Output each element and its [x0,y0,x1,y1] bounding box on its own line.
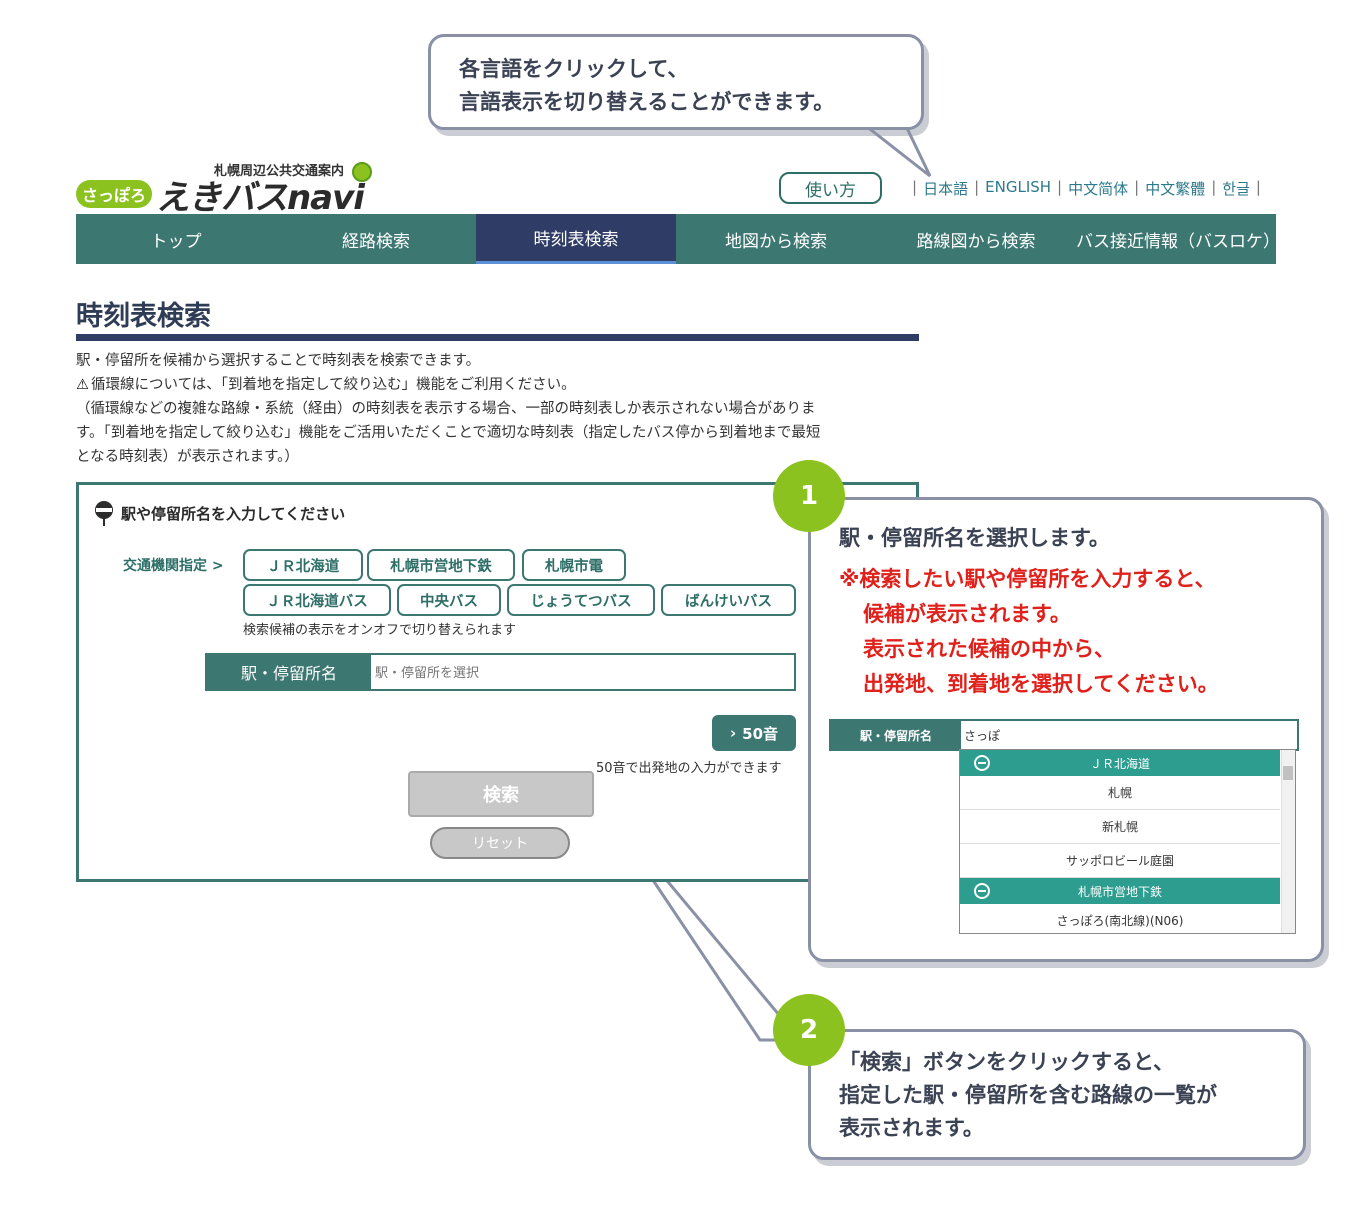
station-callout-title: 駅・停留所名を選択します。 [839,526,1110,550]
nav-map-search[interactable]: 地図から検索 [725,231,827,252]
chip-sapporo-tram[interactable]: 札幌市電 [522,549,626,581]
demo-station-input[interactable]: さっぽ [961,721,1297,749]
group-header[interactable]: 札幌市営地下鉄 [960,878,1280,904]
search-callout-line: 「検索」ボタンをクリックすると、 [839,1050,1175,1074]
demo-station-field: 駅・停留所名 さっぽ [829,719,1299,751]
chip-chuo-bus[interactable]: 中央バス [397,584,501,616]
desc-line: す。「到着地を指定して絞り込む」機能をご活用いただくことで適切な時刻表（指定した… [76,425,821,441]
logo-dot-icon [352,162,372,182]
main-nav: トップ 経路検索 時刻表検索 地図から検索 路線図から検索 バス接近情報（バスロ… [76,214,1280,264]
title-divider [76,334,919,341]
nav-top[interactable]: トップ [150,231,202,252]
top-callout-tail [861,124,932,178]
filter-label: 交通機関指定 > [123,558,224,574]
lang-chinese-traditional[interactable]: 中文繁體 [1145,180,1206,198]
lang-english[interactable]: ENGLISH [985,178,1052,196]
station-input[interactable] [371,655,794,689]
autocomplete-demo: 駅・停留所名 さっぽ ＪＲ北海道 札幌 新札幌 サッポロビール庭園 札幌市営地下… [829,719,1299,934]
warning-icon: ⚠ [76,377,89,393]
collapse-icon [974,755,990,771]
page-title: 時刻表検索 [76,301,211,332]
chip-jr-hokkaido-bus[interactable]: ＪＲ北海道バス [243,584,391,616]
lang-chinese-simplified[interactable]: 中文简体 [1068,180,1129,198]
search-callout-line: 指定した駅・停留所を含む路線の一覧が [839,1083,1217,1107]
desc-line: となる時刻表）が表示されます。） [76,449,299,465]
scrollbar-thumb[interactable] [1283,766,1293,780]
desc-line: ⚠循環線については、「到着地を指定して絞り込む」機能をご利用ください。 [76,377,576,393]
nav-route-search[interactable]: 経路検索 [342,231,410,252]
desc-line: （循環線などの複雑な路線・系統（経由）の時刻表を表示する場合、一部の時刻表しか表… [76,401,816,417]
kana-index-button[interactable]: › 50音 [712,715,796,751]
chip-sapporo-subway[interactable]: 札幌市営地下鉄 [367,549,515,581]
list-item[interactable]: 新札幌 [960,810,1280,844]
logo-pill: さっぽろ [76,180,152,208]
step-1-badge: 1 [773,460,845,532]
logo-main-text: えきバスnavi [156,178,365,218]
panel-heading: 駅や停留所名を入力してください [93,500,345,526]
group-header[interactable]: ＪＲ北海道 [960,750,1280,776]
search-callout: 「検索」ボタンをクリックすると、 指定した駅・停留所を含む路線の一覧が 表示され… [808,1029,1306,1160]
demo-station-label: 駅・停留所名 [831,721,961,749]
search-callout-line: 表示されます。 [839,1116,984,1140]
site-logo[interactable]: 札幌周辺公共交通案内 さっぽろ えきバスnavi [76,160,381,218]
station-field: 駅・停留所名 [205,653,796,691]
nav-timetable-search[interactable]: 時刻表検索 [476,214,676,264]
collapse-icon [974,883,990,899]
lang-korean[interactable]: 한글 [1222,180,1250,198]
chevron-right-icon: › [729,724,737,742]
station-label: 駅・停留所名 [207,655,371,689]
page-description: 駅・停留所を候補から選択することで時刻表を検索できます。 ⚠循環線については、「… [76,349,919,469]
bus-stop-icon [95,501,113,526]
scrollbar[interactable] [1281,750,1295,933]
reset-button[interactable]: リセット [430,827,570,859]
chip-jr-hokkaido[interactable]: ＪＲ北海道 [243,549,363,581]
list-item[interactable]: サッポロビール庭園 [960,844,1280,878]
autocomplete-list: ＪＲ北海道 札幌 新札幌 サッポロビール庭園 札幌市営地下鉄 さっぽろ(南北線)… [959,749,1296,934]
search-button[interactable]: 検索 [408,771,594,817]
nav-routemap-search[interactable]: 路線図から検索 [916,231,1036,252]
lang-japanese[interactable]: 日本語 [923,180,969,198]
desc-line: 駅・停留所を候補から選択することで時刻表を検索できます。 [76,353,481,369]
chip-note: 検索候補の表示をオンオフで切り替えられます [243,623,517,638]
howto-button[interactable]: 使い方 [779,172,882,204]
list-item[interactable]: 札幌 [960,776,1280,810]
kana-index-note: 50音で出発地の入力ができます [596,761,782,776]
language-callout-line-1: 各言語をクリックして、 [459,57,689,81]
search-panel: 駅や停留所名を入力してください 交通機関指定 > ＪＲ北海道 札幌市営地下鉄 札… [76,482,919,882]
station-callout-note: ※検索したい駅や停留所を入力すると、 候補が表示されます。 表示された候補の中か… [839,567,1219,696]
language-switcher: | 日本語 | ENGLISH | 中文简体 | 中文繁體 | 한글 | [912,178,1261,198]
nav-bus-location[interactable]: バス接近情報（バスロケ） [1076,231,1280,252]
list-item[interactable]: さっぽろ(南北線)(N06) [960,904,1280,933]
station-callout: 駅・停留所名を選択します。 ※検索したい駅や停留所を入力すると、 候補が表示され… [808,497,1324,962]
chip-bankei-bus[interactable]: ばんけいバス [661,584,796,616]
language-callout: 各言語をクリックして、 言語表示を切り替えることができます。 [428,34,924,130]
step-2-badge: 2 [773,994,845,1066]
language-callout-line-2: 言語表示を切り替えることができます。 [459,90,835,114]
logo-subtitle: 札幌周辺公共交通案内 [214,164,345,179]
chip-jotetsu-bus[interactable]: じょうてつバス [507,584,655,616]
